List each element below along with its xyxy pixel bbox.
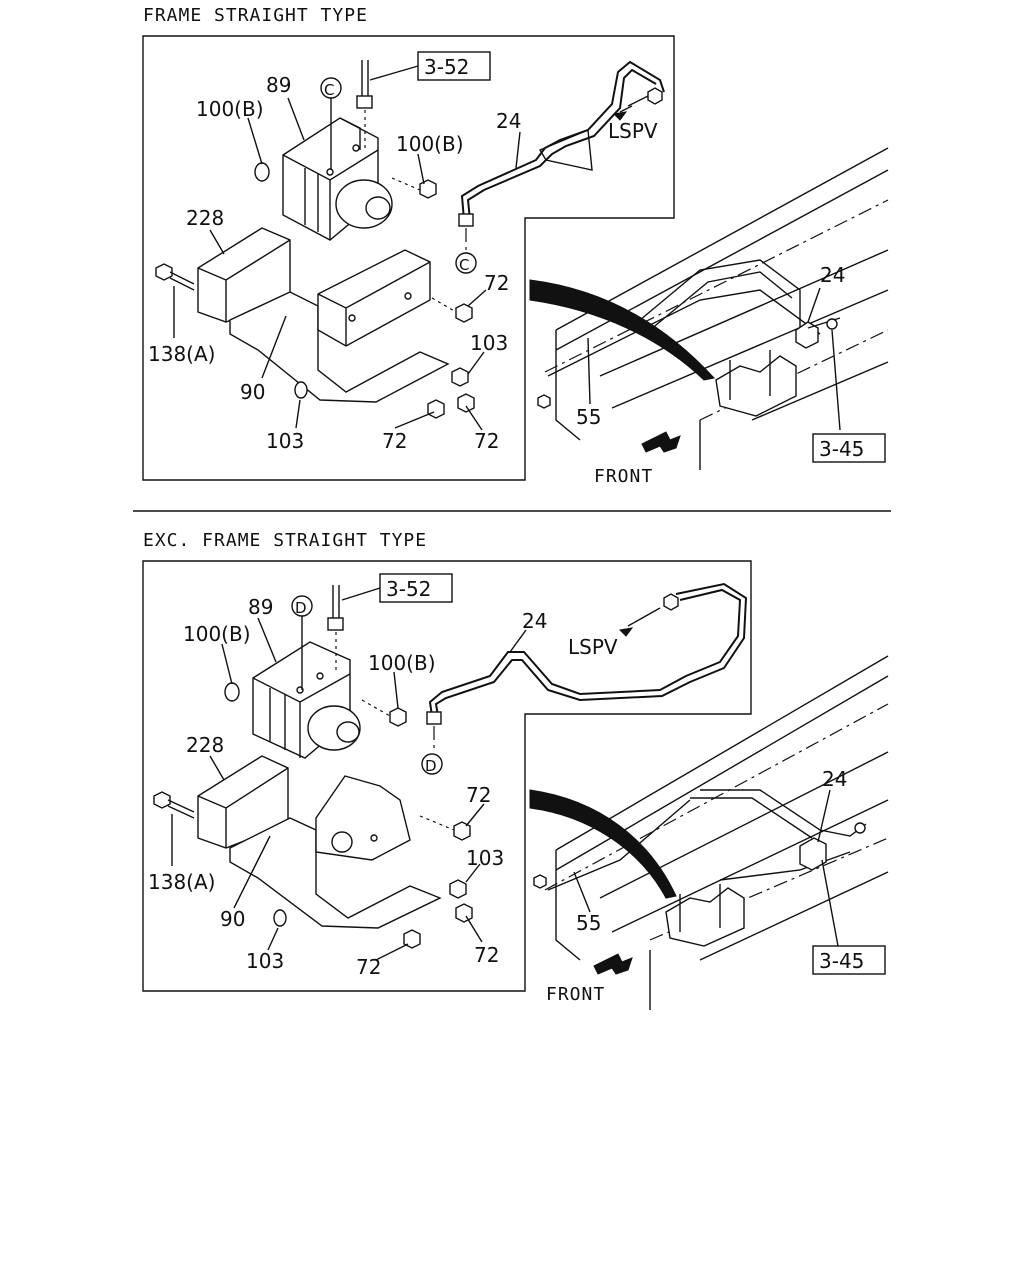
nut-100b-right (419, 179, 437, 199)
bolt-72-top (455, 303, 473, 323)
bolt-72-bottom (427, 399, 445, 419)
bolt-head (356, 95, 373, 109)
marker-top-label: C (324, 81, 334, 99)
marker-circle-bottom (421, 753, 443, 775)
callout-72-top: 72 (484, 271, 509, 295)
marker-top-label: D (295, 599, 307, 617)
ref-box-bottom-label: 3-45 (819, 949, 864, 973)
inset-frame (142, 35, 675, 481)
callout-72-bottom: 72 (474, 943, 499, 967)
callout-72-mid: 72 (356, 955, 381, 979)
lspv-label: LSPV (568, 635, 618, 659)
front-arrow (641, 431, 681, 453)
callout-72-bottom: 72 (474, 429, 499, 453)
marker-bottom-label: C (459, 256, 469, 274)
ref-box-top-label: 3-52 (386, 577, 431, 601)
callout-138a: 138(A) (148, 342, 215, 366)
callout-72-top: 72 (466, 783, 491, 807)
ref-box-bottom-label: 3-45 (819, 437, 864, 461)
callout-24-frame: 24 (822, 767, 847, 791)
callout-228: 228 (186, 733, 224, 757)
callout-103-right: 103 (466, 846, 504, 870)
callout-228: 228 (186, 206, 224, 230)
bolt-138a (155, 263, 173, 281)
ref-box-bottom (812, 945, 886, 975)
marker-bottom-label: D (425, 757, 437, 775)
bracket-90 (229, 775, 442, 929)
callout-89: 89 (266, 73, 291, 97)
brake-pipe-24 (460, 60, 665, 221)
bolt-72-top (453, 821, 471, 841)
callout-100b-left: 100(B) (183, 622, 251, 646)
ref-box-top-label: 3-52 (424, 55, 469, 79)
callout-89: 89 (248, 595, 273, 619)
section-exc-frame-straight: EXC. FRAME STRAIGHT TYPE (142, 530, 889, 1010)
inset-frame (142, 560, 752, 992)
pipe-fitting-lower (458, 213, 474, 227)
bolt-138a (153, 791, 171, 809)
brake-pipe-24 (428, 588, 742, 717)
callout-90: 90 (220, 907, 245, 931)
frame-rail-view (529, 655, 889, 1010)
callout-90: 90 (240, 380, 265, 404)
bolt-shaft (361, 60, 369, 102)
callout-103-right: 103 (470, 331, 508, 355)
callout-103-bottom: 103 (246, 949, 284, 973)
nut-100b-left (254, 162, 270, 182)
bolt-72-bottom (403, 929, 421, 949)
section-title: FRAME STRAIGHT TYPE (143, 5, 368, 26)
callout-24-frame: 24 (820, 263, 845, 287)
marker-circle-bottom (455, 252, 477, 274)
pipe-fitting-upper (647, 87, 663, 105)
washer-103 (294, 381, 308, 399)
lspv-arrow (612, 111, 628, 121)
ref-box-bottom (812, 433, 886, 463)
callout-72-mid: 72 (382, 429, 407, 453)
callout-24-pipe: 24 (496, 109, 521, 133)
callout-24-pipe: 24 (522, 609, 547, 633)
detail-pointer (529, 279, 715, 381)
callout-138a: 138(A) (148, 870, 215, 894)
nut-103-right (449, 879, 467, 899)
nut-103-right (451, 367, 469, 387)
callout-100b-left: 100(B) (196, 97, 264, 121)
detail-pointer (529, 789, 677, 899)
callout-100b-right: 100(B) (396, 132, 464, 156)
lspv-label: LSPV (608, 119, 658, 143)
lspv-arrow (618, 627, 634, 637)
callout-100b-right: 100(B) (368, 651, 436, 675)
bolt-72-mid (457, 393, 475, 413)
front-label: FRONT (594, 466, 653, 487)
frame-rail-view (529, 147, 889, 470)
front-label: FRONT (546, 984, 605, 1005)
section-frame-straight: FRAME STRAIGHT TYPE (142, 5, 889, 487)
front-arrow (593, 953, 633, 975)
bolt-72-mid (455, 903, 473, 923)
callout-55: 55 (576, 911, 601, 935)
nut-100b-right (389, 707, 407, 727)
abs-unit-89 (252, 641, 361, 759)
section-title: EXC. FRAME STRAIGHT TYPE (143, 530, 427, 551)
washer-103 (273, 909, 287, 927)
callout-55: 55 (576, 405, 601, 429)
abs-unit-89 (282, 117, 393, 241)
nut-100b-left (224, 682, 240, 702)
callout-103-bottom: 103 (266, 429, 304, 453)
